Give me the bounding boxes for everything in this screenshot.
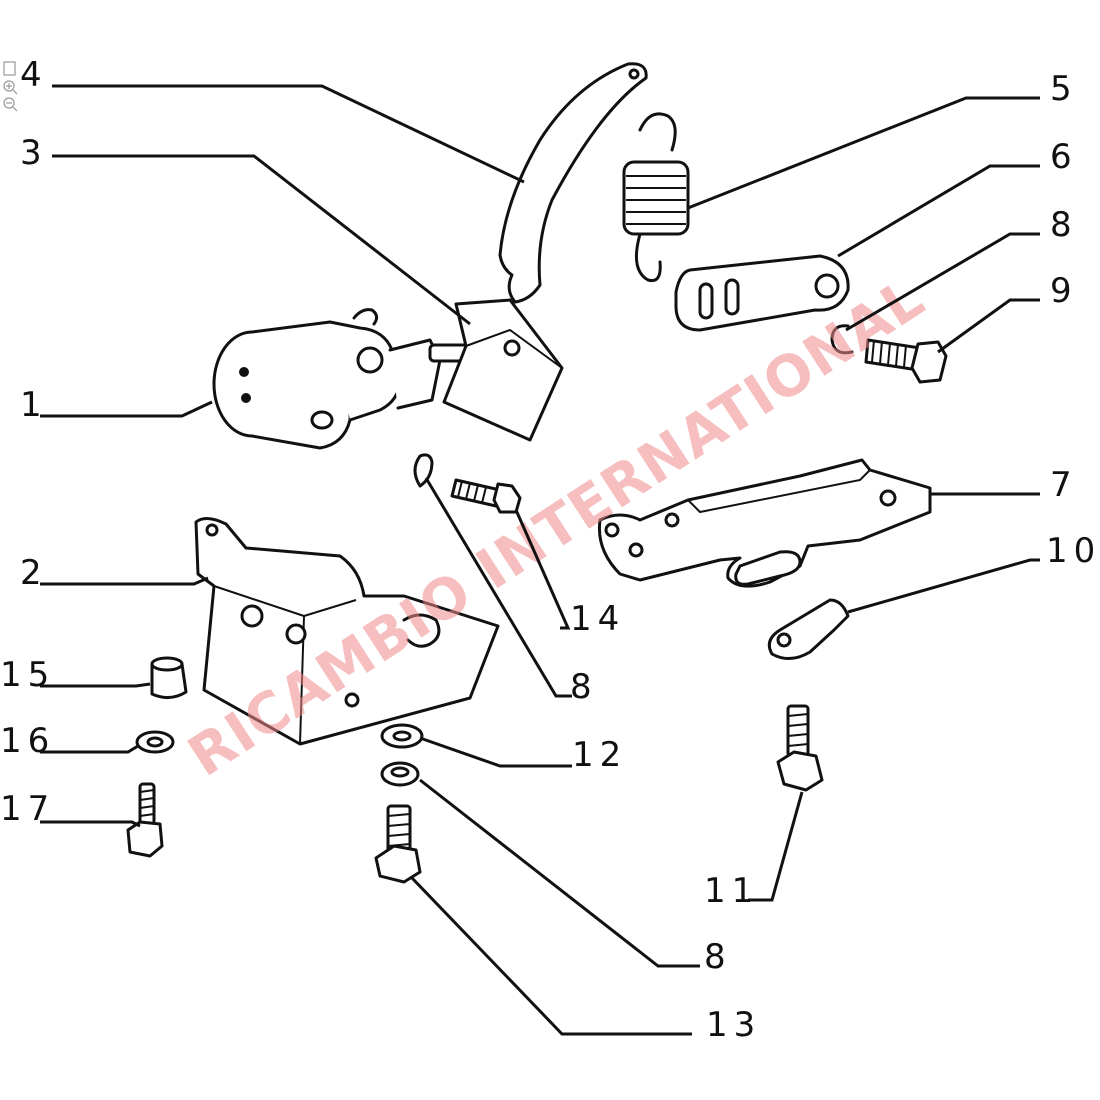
part-15-bush [150,656,188,699]
part-10-tab [767,598,850,660]
part-4-curved-arm [498,62,648,304]
callout-15: 15 [0,655,55,695]
zoom-in-icon[interactable] [3,80,18,95]
part-17-bolt [126,782,164,858]
part-8-washer-bottom [380,761,420,787]
part-11-bolt [776,704,824,792]
part-1-actuator [212,308,472,450]
callout-11: 11 [704,871,759,911]
callout-2: 2 [20,553,48,593]
part-8-split-pin [413,453,434,488]
part-14-bolt [450,478,522,514]
callout-6: 6 [1050,137,1078,177]
callout-14: 14 [570,599,625,639]
viewer-toolbar[interactable] [3,61,18,112]
callout-8-bottom: 8 [704,937,732,977]
callout-13: 13 [706,1005,761,1045]
callout-9: 9 [1050,271,1078,311]
callout-4: 4 [20,55,48,95]
part-12-washer [380,723,424,749]
page-icon[interactable] [3,61,16,76]
part-5-spring [622,112,690,283]
part-8-circlip-top [830,324,854,355]
callout-3: 3 [20,133,48,173]
callout-17: 17 [0,789,55,829]
zoom-out-icon[interactable] [3,97,18,112]
callout-1: 1 [20,385,48,425]
part-13-bolt [374,804,422,884]
callout-12: 12 [572,735,627,775]
callout-8-top: 8 [1050,205,1078,245]
part-7-lever-bracket [597,458,932,588]
part-3-angle-bracket [442,298,564,442]
callout-8-mid: 8 [570,667,598,707]
callout-5: 5 [1050,69,1078,109]
part-2-main-bracket [194,517,500,746]
callout-7: 7 [1050,465,1078,505]
part-9-bolt [864,338,948,384]
part-16-washer [135,730,175,754]
leader-lines [40,84,1040,1036]
part-6-slotted-plate [674,254,850,332]
callout-labels: 4 3 1 2 15 16 17 5 6 8 9 7 10 14 8 12 11… [0,55,1100,1045]
callout-10: 10 [1046,531,1100,571]
callout-16: 16 [0,721,55,761]
